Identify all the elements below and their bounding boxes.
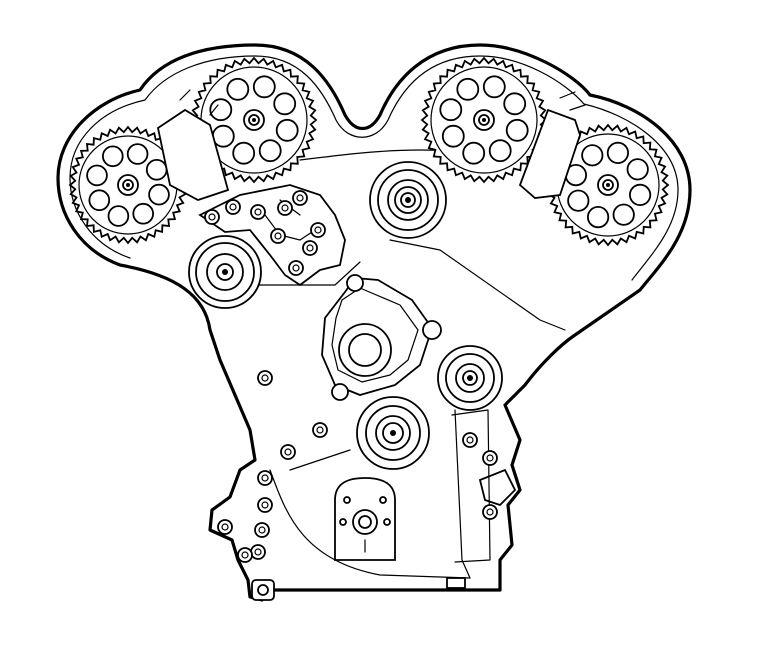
idler-pulley-lower (356, 396, 430, 470)
bolt-head (261, 474, 269, 482)
bolt-head (274, 232, 282, 240)
cover-inner-ridge (69, 55, 679, 281)
cam-sprocket-left-outer (68, 125, 188, 245)
bolt-head (281, 204, 289, 212)
bolt (204, 209, 220, 225)
bolt (288, 260, 304, 276)
cam-sprocket-right-inner (420, 56, 548, 184)
bolt (257, 470, 273, 486)
belt-line-middle (389, 239, 566, 331)
bolt-head (254, 548, 262, 556)
bolt (250, 544, 266, 560)
belt-tensioner-pulley (369, 161, 447, 239)
water-pump (321, 274, 442, 401)
idler-pulley-right (437, 345, 503, 411)
belt-line-lower (239, 261, 361, 286)
cam-cover-tab-left (156, 108, 230, 201)
bolt (237, 547, 253, 563)
bolt-head (314, 226, 322, 234)
lower-mount-block (446, 577, 466, 589)
bolt (482, 450, 498, 466)
bolts-group (204, 190, 498, 563)
bolt (312, 422, 328, 438)
bolt (302, 240, 318, 256)
bolt (310, 222, 326, 238)
bolt (482, 504, 498, 520)
cam-cover-tab-right (518, 108, 581, 199)
bolt (280, 444, 296, 460)
bolt-head (486, 454, 494, 462)
timing-cover-outline (56, 43, 692, 602)
bolt (257, 370, 273, 386)
bolt-head (306, 244, 314, 252)
bolt-head (258, 526, 266, 534)
belt-line-cross (289, 449, 351, 471)
crankshaft-sprocket (334, 477, 396, 561)
bolt-head (208, 213, 216, 221)
bolt-head (261, 501, 269, 509)
bolt-head (296, 194, 304, 202)
bolt (225, 199, 241, 215)
bolt (257, 497, 273, 513)
belt-line-right-run (454, 409, 471, 579)
oil-drain-plug (251, 579, 275, 601)
bolt (277, 200, 293, 216)
bolt (292, 190, 308, 206)
bolt-head (261, 374, 269, 382)
belt-line-left-run (269, 469, 471, 579)
bolt-head (292, 264, 300, 272)
bolt-head (486, 508, 494, 516)
bolt (462, 432, 478, 448)
bolt (254, 522, 270, 538)
bolt (250, 204, 266, 220)
bolt-head (241, 551, 249, 559)
cam-sprockets-group (68, 56, 670, 247)
bolt-head (254, 208, 262, 216)
right-vertical-guide (451, 409, 491, 563)
bolt-head (466, 436, 474, 444)
idler-pulley-left (188, 235, 262, 309)
bolt-head (221, 523, 229, 531)
bolt (217, 519, 233, 535)
cam-tab-marks (179, 89, 586, 116)
right-lower-bracket (478, 468, 517, 507)
bolt-head (316, 426, 324, 434)
bolt-head (284, 448, 292, 456)
belt-line-upper (299, 149, 561, 161)
bolt (270, 228, 286, 244)
bolt-head (229, 203, 237, 211)
